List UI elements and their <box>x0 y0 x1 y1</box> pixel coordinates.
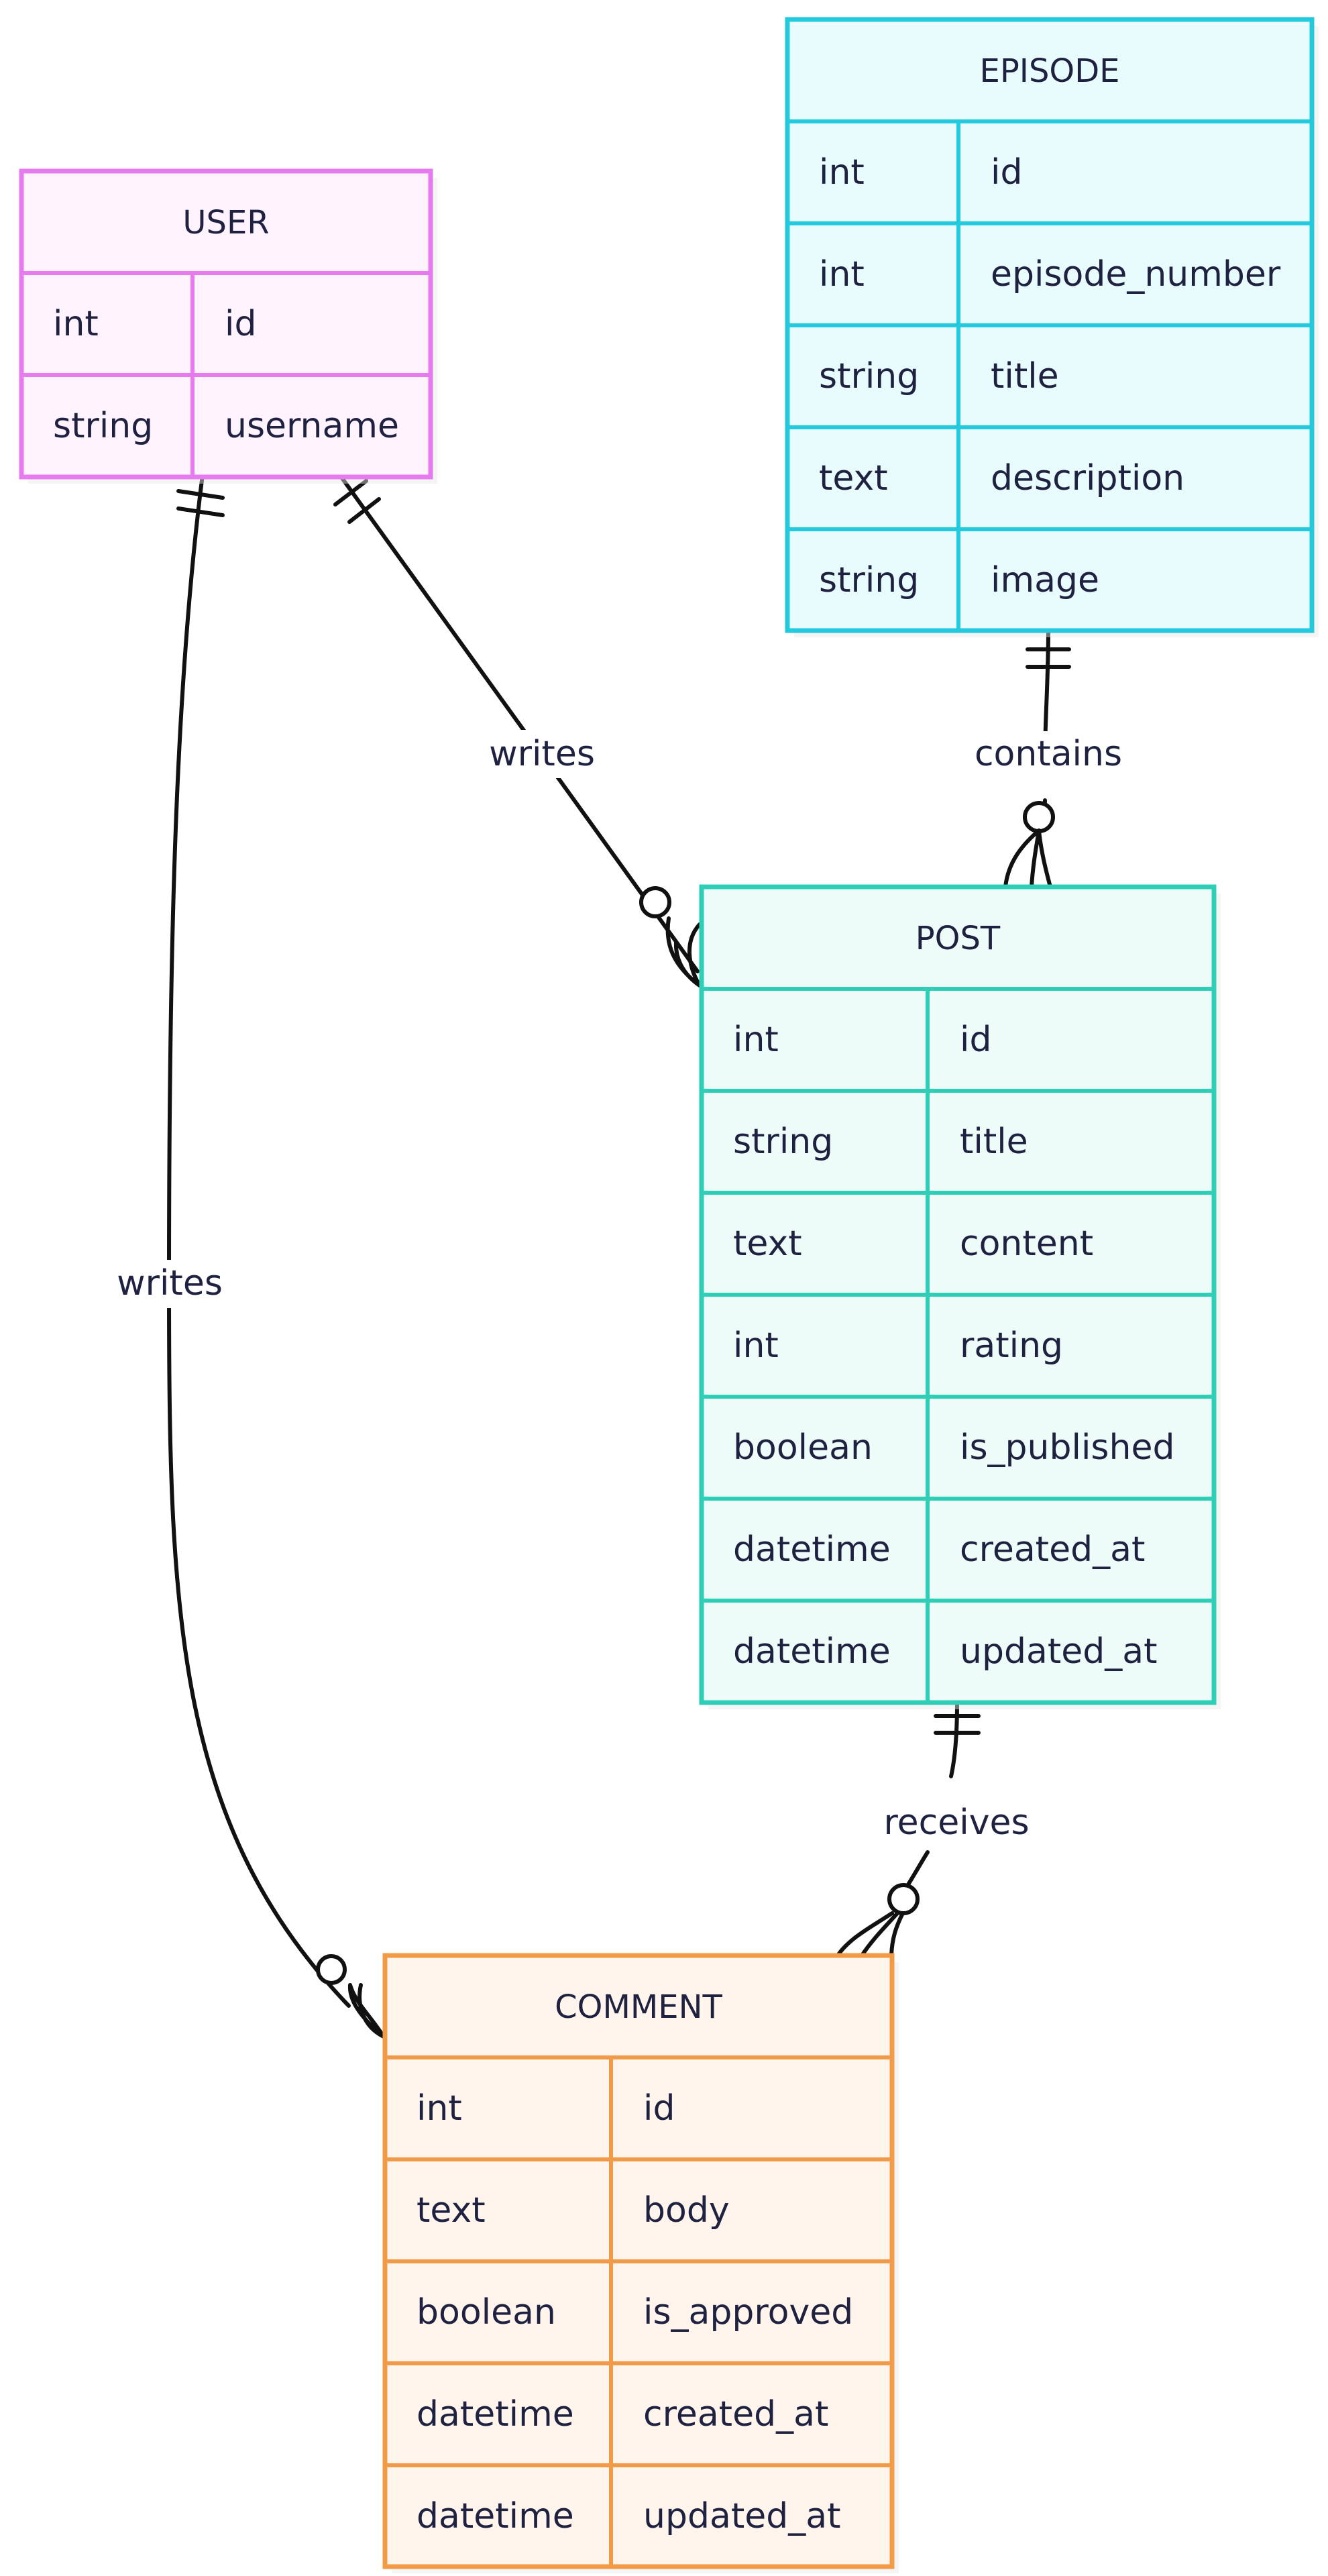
attribute-name: description <box>991 458 1184 498</box>
entity-user: USER int id string username <box>19 168 437 484</box>
one-bar-1 <box>176 489 225 500</box>
attribute-type: int <box>819 152 865 193</box>
attribute-type: string <box>733 1122 833 1162</box>
attribute-type: int <box>733 1326 779 1366</box>
attribute-name: id <box>643 2088 675 2129</box>
many-crow <box>1003 828 1052 889</box>
attribute-type: string <box>819 356 919 396</box>
relationship-line <box>166 473 351 2008</box>
attribute-name: title <box>960 1122 1028 1162</box>
entity-title: POST <box>916 920 1001 957</box>
attribute-name: updated_at <box>960 1631 1157 1672</box>
entity-title: EPISODE <box>980 52 1120 90</box>
entity-box <box>19 168 433 480</box>
relationship-user-writes-post: writes <box>333 474 702 987</box>
attribute-name: id <box>225 304 256 344</box>
attribute-name: is_published <box>960 1428 1174 1468</box>
many-crow <box>347 1983 386 2039</box>
relationship-label: writes <box>117 1263 223 1303</box>
relationship-episode-contains-post: contains <box>969 629 1125 889</box>
relationship-label: receives <box>883 1803 1029 1843</box>
attribute-type: text <box>417 2190 486 2231</box>
attribute-type: text <box>819 458 888 498</box>
relationship-user-writes-comment: writes <box>107 473 386 2039</box>
attribute-name: image <box>991 560 1099 600</box>
attribute-type: datetime <box>733 1631 891 1672</box>
attribute-name: body <box>643 2190 730 2231</box>
attribute-name: rating <box>960 1326 1063 1366</box>
attribute-type: int <box>819 254 865 294</box>
attribute-type: datetime <box>417 2496 574 2536</box>
attribute-name: created_at <box>643 2394 828 2434</box>
attribute-name: username <box>225 406 399 446</box>
zero-circle <box>887 1883 920 1915</box>
entity-layer: USER int id string username EPISODE int id int ep… <box>19 17 1319 2573</box>
relationship-label: writes <box>489 734 595 774</box>
attribute-name: episode_number <box>991 254 1281 294</box>
attribute-type: int <box>417 2088 462 2129</box>
attribute-type: int <box>733 1020 779 1060</box>
relationship-line <box>1037 629 1050 820</box>
attribute-name: created_at <box>960 1529 1145 1570</box>
relationship-line <box>339 474 700 973</box>
attribute-type: boolean <box>417 2292 556 2332</box>
attribute-name: id <box>960 1020 991 1060</box>
one-bar-2 <box>176 506 225 517</box>
attribute-name: title <box>991 356 1059 396</box>
attribute-type: string <box>53 406 153 446</box>
one-bar-2 <box>347 497 381 524</box>
entity-comment: COMMENT int id text body boolean is_approvedda… <box>382 1953 899 2573</box>
relationship-label: contains <box>975 734 1122 774</box>
entity-title: COMMENT <box>555 1988 722 2026</box>
attribute-name: content <box>960 1224 1093 1264</box>
attribute-name: is_approved <box>643 2292 853 2332</box>
zero-circle <box>639 886 671 918</box>
relationship-post-receives-comment: receives <box>836 1701 1035 1957</box>
attribute-name: updated_at <box>643 2496 840 2536</box>
entity-title: USER <box>182 204 269 241</box>
many-crow <box>836 1911 905 1957</box>
attribute-type: datetime <box>733 1529 891 1570</box>
attribute-type: text <box>733 1224 802 1264</box>
attribute-type: string <box>819 560 919 600</box>
zero-circle <box>1023 801 1055 833</box>
attribute-type: datetime <box>417 2394 574 2434</box>
entity-post: POST int id string title text content int rating… <box>699 884 1221 1709</box>
one-bar-1 <box>333 479 368 506</box>
attribute-type: int <box>53 304 99 344</box>
attribute-name: id <box>991 152 1022 193</box>
zero-circle <box>316 1954 347 1985</box>
many-crow <box>665 916 702 987</box>
attribute-type: boolean <box>733 1428 873 1468</box>
